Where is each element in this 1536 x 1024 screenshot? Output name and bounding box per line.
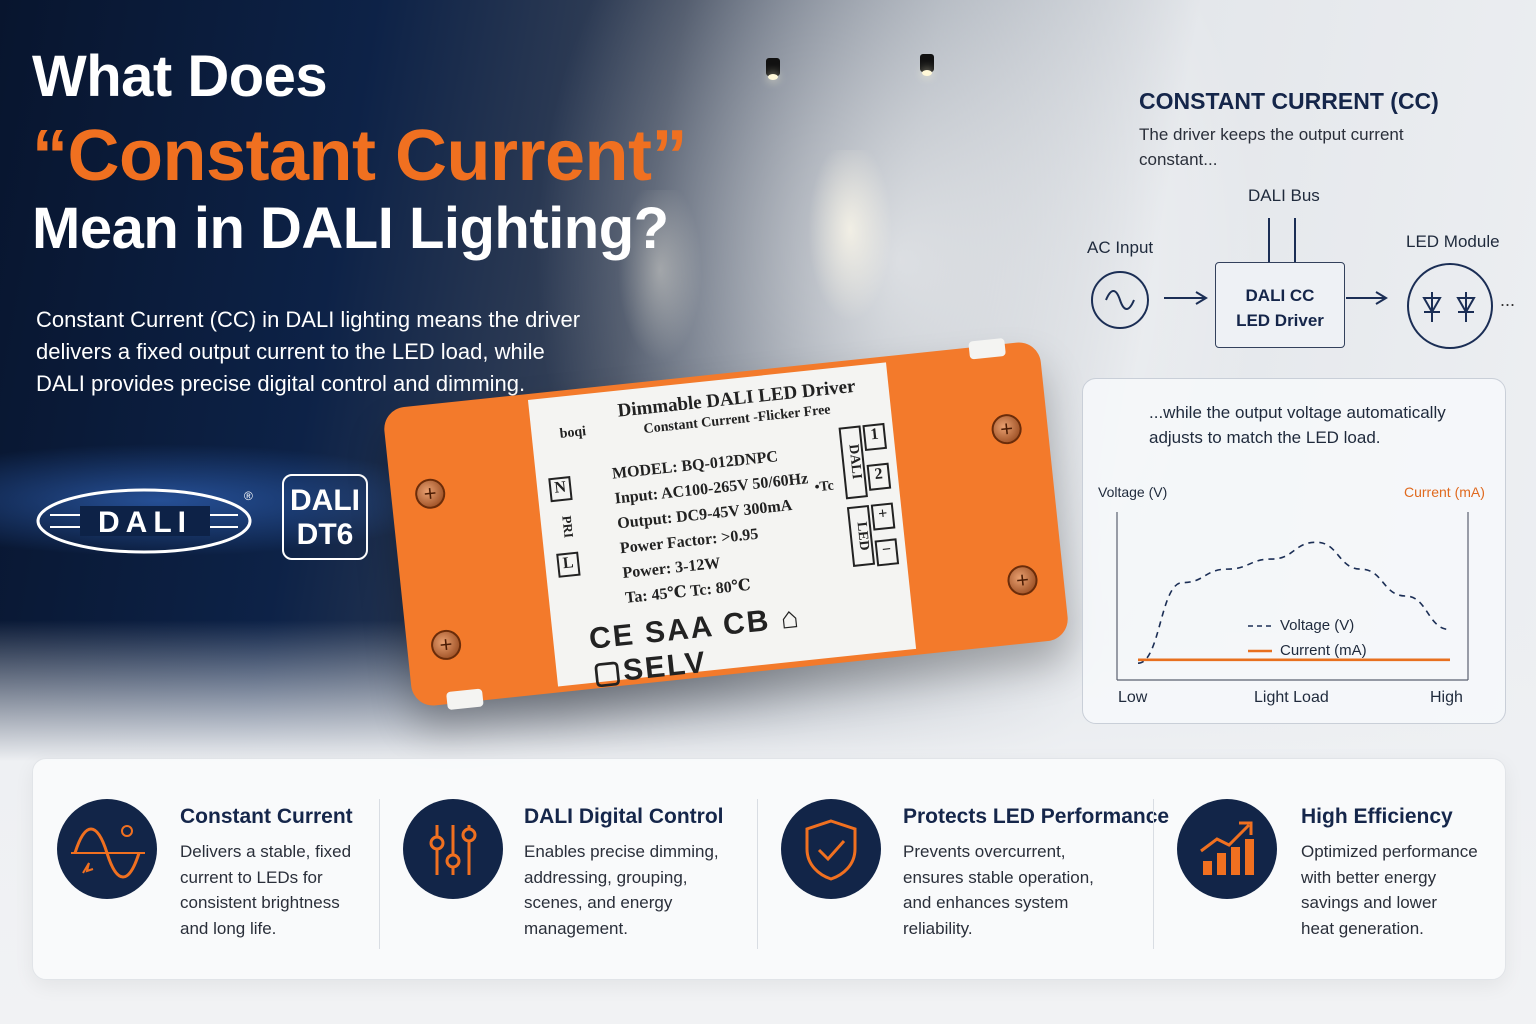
driver-block-line-2: LED Driver xyxy=(1236,311,1324,330)
feature-desc-line: current to LEDs for xyxy=(180,867,323,887)
arrow-icon xyxy=(1164,291,1208,305)
ellipsis: ... xyxy=(1500,290,1516,310)
feature-description: Delivers a stable, fixed current to LEDs… xyxy=(180,839,351,941)
sliders-icon xyxy=(403,799,503,899)
dt6-line-1: DALI xyxy=(290,484,360,517)
led-module-label: LED Module xyxy=(1406,232,1500,251)
terminal-2: 2 xyxy=(866,462,892,491)
feature-desc-line: and enhances system xyxy=(903,893,1069,912)
feature-title: Constant Current xyxy=(180,805,353,828)
screw-terminal xyxy=(413,477,447,511)
terminal-1: 1 xyxy=(862,422,888,452)
arrow-icon xyxy=(1346,291,1388,305)
dali-logo-text: DALI xyxy=(98,506,192,539)
feature-dali-digital-control: DALI Digital Control Enables precise dim… xyxy=(403,759,763,981)
ac-source-icon xyxy=(1091,271,1149,329)
voltage-axis-label: Voltage (V) xyxy=(1098,484,1168,500)
driver-label: boqi Dimmable DALI LED Driver Constant C… xyxy=(527,362,917,691)
feature-divider xyxy=(757,799,758,949)
terminal-minus: − xyxy=(874,538,900,567)
sine-wave-icon xyxy=(57,799,157,899)
screw-terminal xyxy=(1006,563,1039,597)
feature-title: DALI Digital Control xyxy=(524,805,724,828)
ceiling-spotlight xyxy=(766,58,780,80)
feature-title: Protects LED Performance xyxy=(903,805,1170,828)
headline-line-3: Mean in DALI Lighting? xyxy=(32,196,669,261)
current-axis-label: Current (mA) xyxy=(1404,484,1485,500)
terminal-plus: + xyxy=(870,502,896,531)
feature-desc-line: ensures stable operation, xyxy=(903,867,1094,887)
led-module-icon xyxy=(1407,263,1493,349)
feature-constant-current: Constant Current Delivers a stable, fixe… xyxy=(57,759,387,981)
feature-desc-line: heat generation. xyxy=(1301,918,1424,938)
feature-protects-led-performance: Protects LED Performance Prevents overcu… xyxy=(781,759,1169,981)
x-axis-high: High xyxy=(1430,689,1463,706)
feature-desc-line: Delivers a stable, fixed xyxy=(180,842,352,861)
legend-current-label: Current (mA) xyxy=(1280,642,1367,659)
intro-text: Constant Current (CC) in DALI lighting m… xyxy=(36,307,581,396)
dali-logo: DALI ® xyxy=(36,484,256,556)
growth-chart-icon xyxy=(1177,799,1277,899)
feature-description: Enables precise dimming, addressing, gro… xyxy=(524,839,719,941)
feature-high-efficiency: High Efficiency Optimized performance wi… xyxy=(1177,759,1497,981)
feature-desc-line: Enables precise dimming, xyxy=(524,842,719,861)
dali-dt6-badge: DALI DT6 xyxy=(282,474,368,560)
mounting-tab xyxy=(446,688,484,711)
feature-panel: Constant Current Delivers a stable, fixe… xyxy=(32,758,1506,980)
graph-description: ...while the output voltage automaticall… xyxy=(1149,403,1446,447)
terminal-l: L xyxy=(556,551,581,578)
feature-desc-line: scenes, and energy xyxy=(524,893,673,912)
cc-title: CONSTANT CURRENT (CC) xyxy=(1139,88,1439,114)
feature-desc-line: Prevents overcurrent, xyxy=(903,842,1066,861)
feature-desc-line: with better energy xyxy=(1301,867,1437,887)
mounting-tab xyxy=(968,337,1006,360)
feature-title: High Efficiency xyxy=(1301,805,1453,828)
headline-line-2: “Constant Current” xyxy=(32,116,688,196)
dali-bus-label: DALI Bus xyxy=(1248,186,1320,205)
feature-desc-line: management. xyxy=(524,918,628,938)
legend-voltage-label: Voltage (V) xyxy=(1280,617,1355,634)
dali-bus-lines xyxy=(1268,218,1296,262)
headline-line-1: What Does xyxy=(32,44,328,109)
x-axis-title: Light Load xyxy=(1254,689,1329,706)
screw-terminal xyxy=(990,412,1024,446)
feature-divider xyxy=(1153,799,1154,949)
driver-specs: MODEL: BQ-012DNPC Input: AC100-265V 50/6… xyxy=(611,441,820,610)
tc-point: •Tc xyxy=(813,478,835,496)
screw-terminal xyxy=(429,628,463,662)
terminal-pri: PRI xyxy=(551,503,578,550)
cc-description: The driver keeps the output current cons… xyxy=(1139,125,1404,169)
dali-cc-driver-block: DALI CC LED Driver xyxy=(1215,262,1345,348)
dt6-line-2: DT6 xyxy=(296,518,354,551)
x-axis-low: Low xyxy=(1118,689,1148,706)
feature-description: Prevents overcurrent, ensures stable ope… xyxy=(903,839,1094,941)
driver-block-line-1: DALI CC xyxy=(1245,286,1315,305)
brand-logo: boqi xyxy=(558,424,587,442)
feature-description: Optimized performance with better energy… xyxy=(1301,839,1478,941)
cc-block-diagram xyxy=(1091,218,1493,349)
feature-desc-line: consistent brightness xyxy=(180,893,340,912)
feature-desc-line: savings and lower xyxy=(1301,893,1438,912)
feature-desc-line: Optimized performance xyxy=(1301,842,1478,861)
registered-mark: ® xyxy=(244,489,253,503)
shield-check-icon xyxy=(781,799,881,899)
headline: What Does “Constant Current” Mean in DAL… xyxy=(32,44,688,261)
feature-desc-line: and long life. xyxy=(180,918,277,938)
ceiling-spotlight xyxy=(920,54,934,76)
terminal-n: N xyxy=(548,476,573,503)
ac-input-label: AC Input xyxy=(1087,238,1154,257)
feature-divider xyxy=(379,799,380,949)
feature-desc-line: addressing, grouping, xyxy=(524,867,688,887)
feature-desc-line: reliability. xyxy=(903,918,973,938)
